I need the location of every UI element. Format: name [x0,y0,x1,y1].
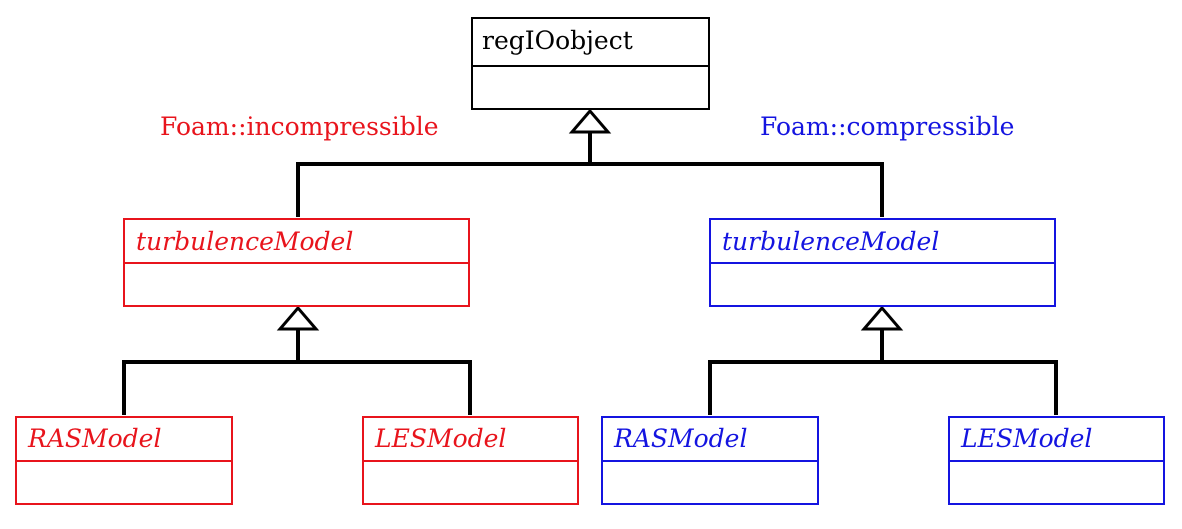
edge-turbulence-models-to-regioobject [296,132,884,217]
class-name: turbulenceModel [722,227,939,256]
class-box-incompressible-ras-model: RASModel [15,416,233,505]
arrowhead-compressible-turbulence-model [860,305,904,331]
class-box-incompressible-turbulence-model: turbulenceModel [123,218,470,307]
class-name: RASModel [27,424,161,453]
edge-compressible-children-to-turbulence-model [708,329,1058,415]
class-name: LESModel [960,424,1092,453]
class-box-regioobject: regIOobject [471,17,710,110]
class-box-compressible-les-model: LESModel [948,416,1165,505]
class-name: turbulenceModel [136,227,353,256]
class-box-compressible-ras-model: RASModel [601,416,819,505]
namespace-label-compressible: Foam::compressible [760,112,1014,141]
class-name: RASModel [613,424,747,453]
namespace-label-incompressible: Foam::incompressible [160,112,439,141]
arrowhead-incompressible-turbulence-model [276,305,320,331]
inheritance-edges [122,132,1058,415]
inheritance-arrowheads [276,108,904,331]
class-box-frame [471,17,710,110]
edge-incompressible-children-to-turbulence-model [122,329,472,415]
class-box-compressible-turbulence-model: turbulenceModel [709,218,1056,307]
class-name: LESModel [374,424,506,453]
class-name: regIOobject [482,26,633,55]
class-box-incompressible-les-model: LESModel [362,416,579,505]
arrowhead-regioobject [568,108,612,134]
